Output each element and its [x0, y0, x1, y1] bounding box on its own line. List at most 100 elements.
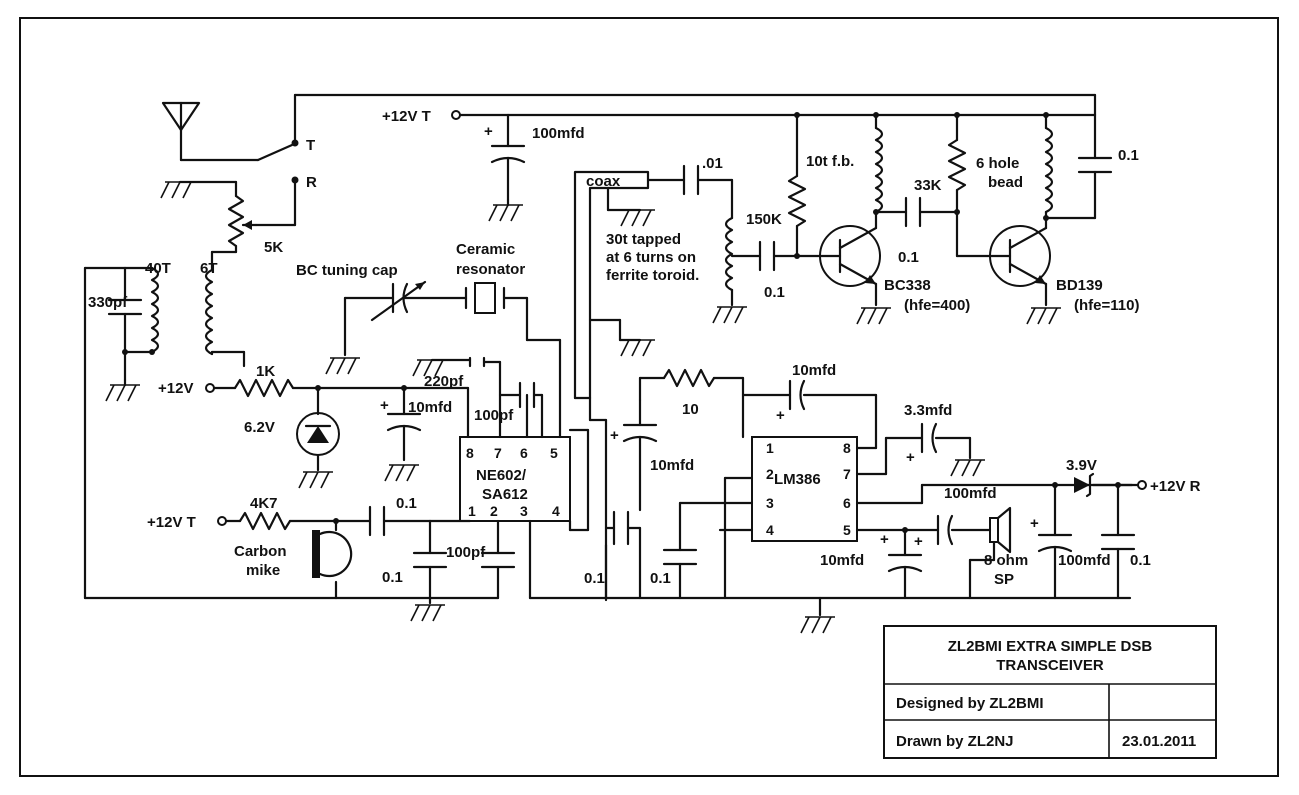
label-switch-t: T: [306, 137, 315, 154]
label-coil-40t: 40T: [145, 260, 171, 277]
label-spk-2: SP: [994, 571, 1014, 588]
label-bead-1: 6 hole: [976, 155, 1019, 172]
lm386-pin-4: 4: [766, 522, 774, 538]
label-c-01-mic-gnd: 0.1: [382, 569, 403, 586]
label-r-4k7: 4K7: [250, 495, 278, 512]
label-c-01-mid: 0.1: [898, 249, 919, 266]
label-c-01-top: .01: [702, 155, 723, 172]
label-q1-hfe: (hfe=400): [904, 297, 970, 314]
ne602-pin-7: 7: [494, 445, 502, 461]
label-c-01-bot2: 0.1: [650, 570, 671, 587]
label-q2-name: BD139: [1056, 277, 1103, 294]
rx-supply: [800, 472, 1147, 634]
label-lm386: LM386: [774, 471, 821, 488]
plus-sign: +: [880, 531, 889, 548]
ne602-pin-8: 8: [466, 445, 474, 461]
label-c-33mfd: 3.3mfd: [904, 402, 952, 419]
label-c-100mfd-top: 100mfd: [532, 125, 585, 142]
title-block-title-2: TRANSCEIVER: [996, 657, 1104, 674]
ne602-pin-3: 3: [520, 503, 528, 519]
label-mike-2: mike: [246, 562, 280, 579]
label-c-10mfd-reg: 10mfd: [408, 399, 452, 416]
label-c-100mfd-out: 100mfd: [944, 485, 997, 502]
mic-section: [83, 505, 516, 622]
coax-toroid: [573, 164, 822, 602]
label-ne602-1: NE602/: [476, 467, 527, 484]
ne602-pin-6: 6: [520, 445, 528, 461]
transformer-40t-6t: [83, 266, 246, 600]
bc-tuning-cap: [325, 280, 562, 439]
lm386-pin-7: 7: [843, 466, 851, 482]
label-switch-r: R: [306, 174, 317, 191]
label-bead-2: bead: [988, 174, 1023, 191]
label-mike-1: Carbon: [234, 543, 287, 560]
label-r-150k: 150K: [746, 211, 782, 228]
label-zener-62: 6.2V: [244, 419, 275, 436]
label-ceramic: Ceramic: [456, 241, 515, 258]
label-c-10mfd-out: 10mfd: [820, 552, 864, 569]
lm386-pin-1: 1: [766, 440, 774, 456]
lm386-pin-3: 3: [766, 495, 774, 511]
plus-sign: +: [906, 449, 915, 466]
label-pot-5k: 5K: [264, 239, 283, 256]
ne602-mixer: [412, 356, 590, 532]
label-q1-name: BC338: [884, 277, 931, 294]
ne602-pin-5: 5: [550, 445, 558, 461]
label-c-01-dec: 0.1: [1130, 552, 1151, 569]
label-c-100pf-a: 100pf: [474, 407, 514, 424]
tx-supply-rail: [293, 93, 1097, 142]
label-c-10mfd-in: 10mfd: [650, 457, 694, 474]
title-block: [883, 625, 1217, 759]
label-r-10: 10: [682, 401, 699, 418]
label-c-100pf-b: 100pf: [446, 544, 486, 561]
lm386-pin-6: 6: [843, 495, 851, 511]
label-c-10mfd-fb: 10mfd: [792, 362, 836, 379]
regulator-6v2: [205, 378, 470, 489]
label-bc-tuning-cap: BC tuning cap: [296, 262, 398, 279]
plus-sign: +: [914, 533, 923, 550]
plus-sign: +: [776, 407, 785, 424]
label-supply-rx: +12V R: [1150, 478, 1201, 495]
bc338-stage: [787, 112, 959, 325]
lm386-pin-8: 8: [843, 440, 851, 456]
ne602-pin-4: 4: [552, 503, 560, 519]
label-coil-10t: 10t f.b.: [806, 153, 854, 170]
ne602-pin-2: 2: [490, 503, 498, 519]
lm386-pin-5: 5: [843, 522, 851, 538]
lm386-amp: [751, 422, 1134, 600]
label-coil-6t: 6T: [200, 260, 218, 277]
lm386-pin-2: 2: [766, 466, 774, 482]
label-zener-39: 3.9V: [1066, 457, 1097, 474]
plus-sign: +: [484, 123, 493, 140]
label-coax: coax: [586, 173, 621, 190]
antenna-icon: [161, 101, 299, 227]
plus-sign: +: [1030, 515, 1039, 532]
drawing-border: [19, 17, 1279, 777]
label-c-01-base: 0.1: [764, 284, 785, 301]
label-resonator: resonator: [456, 261, 525, 278]
label-r-1k: 1K: [256, 363, 275, 380]
label-supply-12v: +12V: [158, 380, 193, 397]
label-q2-hfe: (hfe=110): [1074, 297, 1139, 314]
label-c-01-mic: 0.1: [396, 495, 417, 512]
label-supply-tx-top: +12V T: [382, 108, 431, 125]
plus-sign: +: [610, 427, 619, 444]
title-block-date: 23.01.2011: [1122, 733, 1196, 750]
capacitor-100mfd-top: [488, 113, 526, 222]
label-supply-tx-mic: +12V T: [147, 514, 196, 531]
label-toroid-1: 30t tapped: [606, 231, 681, 248]
label-r-33k: 33K: [914, 177, 942, 194]
label-toroid-2: at 6 turns on: [606, 249, 696, 266]
plus-sign: +: [380, 397, 389, 414]
potentiometer-5k: [160, 180, 258, 272]
label-c-01-bot1: 0.1: [584, 570, 605, 587]
label-spk-1: 8 ohm: [984, 552, 1028, 569]
label-c-220pf: 220pf: [424, 373, 464, 390]
label-c-330pf: 330pf: [88, 294, 128, 311]
mixer-output-caps: [528, 368, 1132, 600]
title-block-title-1: ZL2BMI EXTRA SIMPLE DSB: [948, 638, 1153, 655]
label-ne602-2: SA612: [482, 486, 528, 503]
label-c-01-right: 0.1: [1118, 147, 1139, 164]
ne602-pin-1: 1: [468, 503, 476, 519]
